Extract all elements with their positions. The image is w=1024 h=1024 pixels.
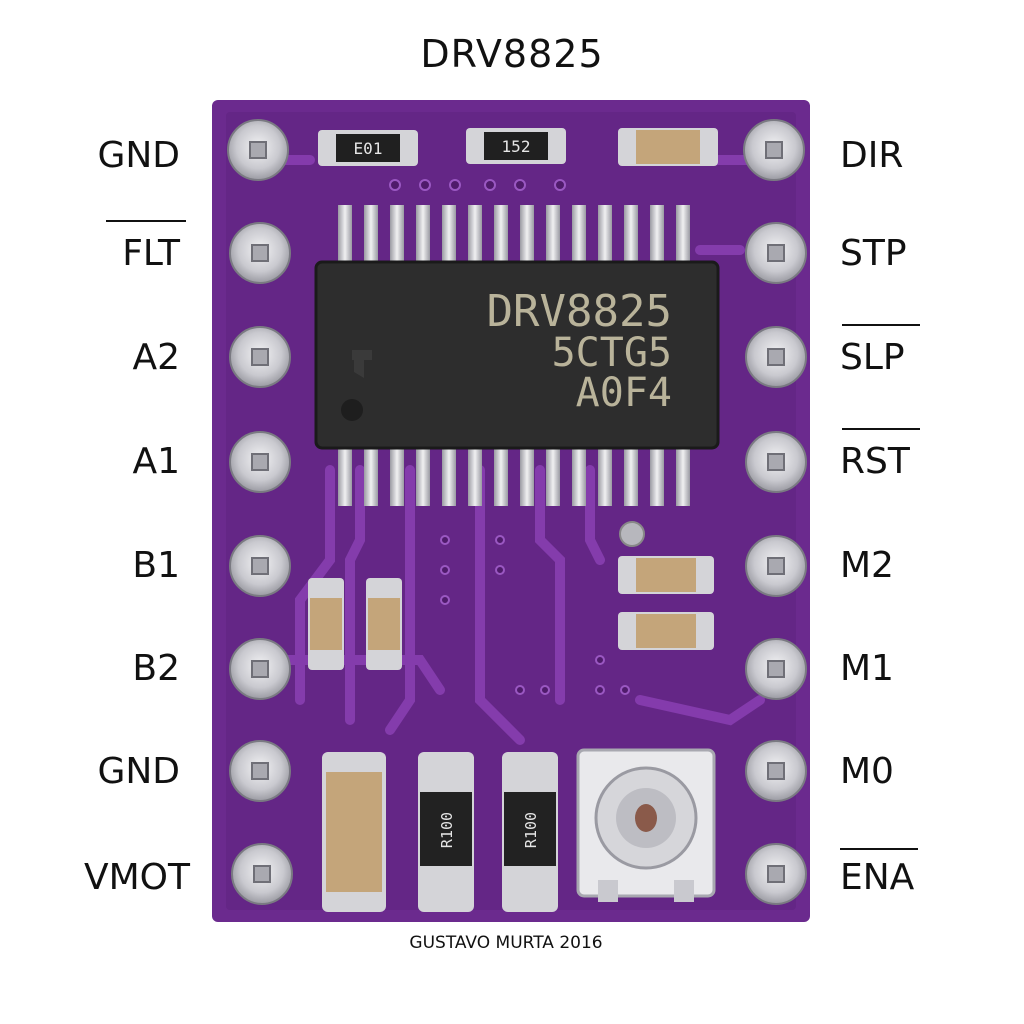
- rst-active-low-bar: [842, 428, 920, 430]
- slp-active-low-bar: [842, 324, 920, 326]
- ena-active-low-bar: [840, 848, 918, 850]
- pin-label-m1: M1: [840, 648, 894, 689]
- pin-label-stp: STP: [840, 233, 907, 274]
- author-credit: GUSTAVO MURTA 2016: [409, 933, 603, 953]
- chip-legs-bottom: [338, 444, 690, 506]
- current-limit-potentiometer[interactable]: [576, 748, 716, 902]
- pin-label-slp: SLP: [840, 337, 905, 378]
- pin-label-a1: A1: [132, 441, 180, 482]
- bulk-capacitor: [322, 752, 386, 912]
- resistor-152-label: 152: [502, 137, 531, 156]
- pin-label-m0: M0: [840, 751, 894, 792]
- sense-resistor-1: R100: [418, 752, 474, 912]
- pin1-marker: [341, 399, 363, 421]
- pin-squares: [249, 141, 785, 883]
- ti-logo-icon: [352, 350, 372, 378]
- chip-line-3: A0F4: [576, 370, 672, 416]
- sense-resistor-2: R100: [502, 752, 558, 912]
- drv8825-chip: DRV8825 5CTG5 A0F4: [314, 260, 720, 450]
- flt-active-low-bar: [106, 220, 186, 222]
- chip-line-1: DRV8825: [487, 286, 672, 337]
- pin-label-ena: ENA: [840, 857, 915, 898]
- pin-label-flt: FLT: [122, 233, 180, 274]
- vias: [389, 179, 630, 695]
- capacitor-top: [618, 128, 718, 166]
- sense-resistor-2-label: R100: [522, 812, 540, 848]
- pin-label-a2: A2: [132, 337, 180, 378]
- resistor-e01-label: E01: [354, 139, 383, 158]
- pin-label-m2: M2: [840, 545, 894, 586]
- capacitors-middle: [308, 521, 714, 670]
- diagram-title: DRV8825: [420, 32, 604, 76]
- pin-label-vmot: VMOT: [83, 857, 190, 898]
- pin-label-b1: B1: [132, 545, 180, 586]
- chip-line-2: 5CTG5: [552, 330, 672, 376]
- pin-label-gnd-2: GND: [97, 751, 180, 792]
- pin-label-b2: B2: [132, 648, 180, 689]
- pin-label-dir: DIR: [840, 135, 904, 176]
- pin-label-rst: RST: [840, 441, 910, 482]
- resistor-e01: E01: [318, 130, 418, 166]
- pin-label-gnd-1: GND: [97, 135, 180, 176]
- sense-resistor-1-label: R100: [438, 812, 456, 848]
- resistor-152: 152: [466, 128, 566, 164]
- chip-legs-top: [338, 205, 690, 267]
